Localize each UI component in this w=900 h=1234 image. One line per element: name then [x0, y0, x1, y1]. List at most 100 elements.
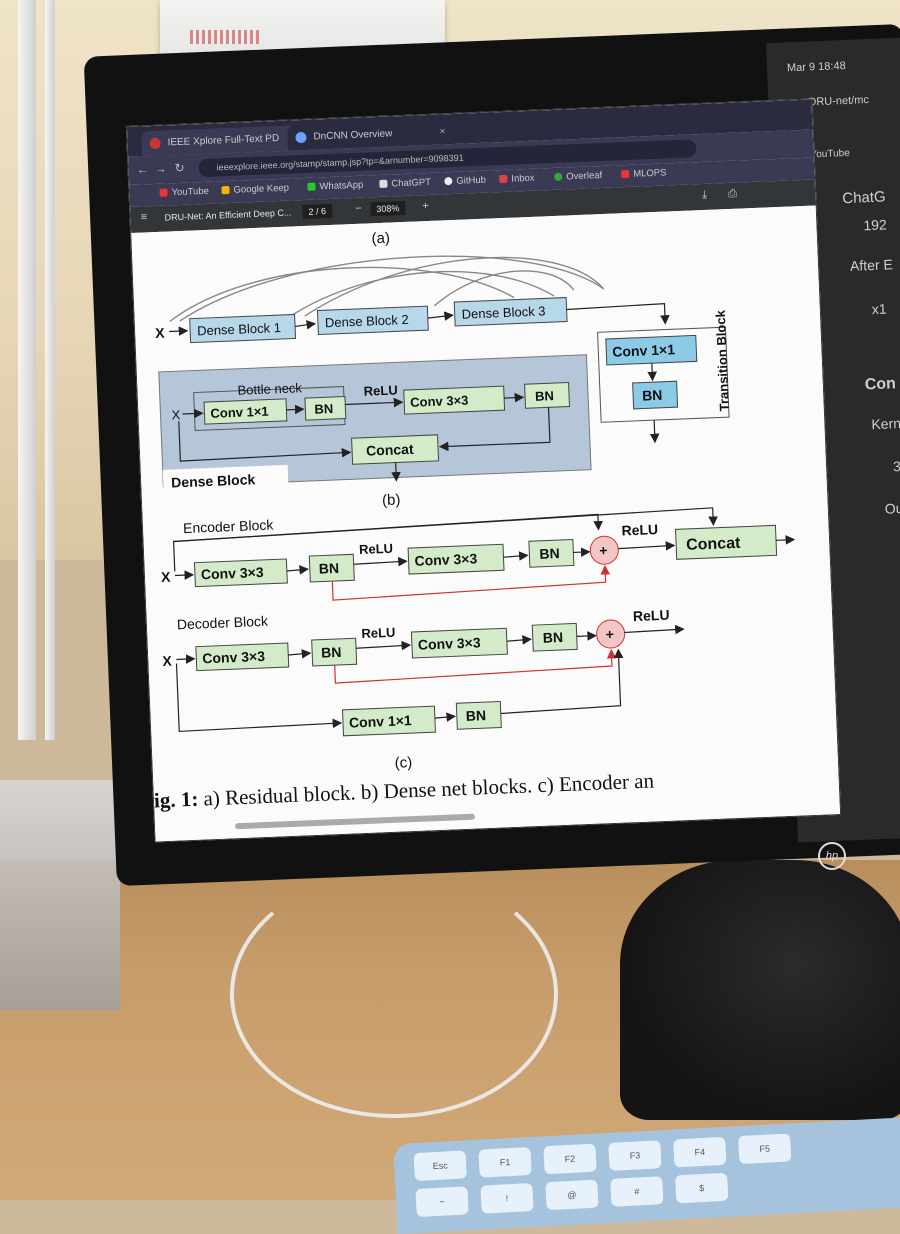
bn-label: BN	[318, 560, 339, 577]
overleaf-icon	[554, 173, 562, 181]
bn-label: BN	[314, 401, 333, 417]
side-tab[interactable]: DRU-net/mc	[808, 94, 869, 108]
monitor-stand	[620, 860, 900, 1120]
relu-label: ReLU	[363, 382, 398, 398]
bn-label: BN	[542, 629, 563, 646]
mail-icon	[499, 175, 507, 183]
keep-icon	[221, 186, 229, 194]
bookmark-overleaf[interactable]: Overleaf	[554, 170, 602, 183]
conv-label: Conv 3×3	[201, 564, 264, 583]
bn-label: BN	[321, 644, 342, 661]
bookmark-label: YouTube	[171, 186, 209, 198]
bookmark-label: Inbox	[511, 173, 535, 185]
metal-rack-pole	[18, 0, 36, 740]
zoom-level[interactable]: 308%	[370, 201, 406, 216]
bookmark-inbox[interactable]: Inbox	[499, 173, 535, 185]
bn-label: BN	[535, 388, 554, 404]
caption-prefix: ig. 1:	[153, 787, 198, 813]
metal-rack-pole	[45, 0, 55, 740]
input-x: X	[162, 653, 173, 669]
conv-label: Conv 3×3	[414, 550, 477, 569]
esc-key[interactable]: Esc	[414, 1150, 467, 1181]
relu-label: ReLU	[621, 521, 658, 538]
github-icon	[444, 177, 452, 185]
youtube-icon	[621, 170, 629, 178]
f5-key[interactable]: F5	[738, 1133, 791, 1164]
tab-favicon-icon	[295, 132, 306, 143]
chatgpt-icon	[379, 180, 387, 188]
bookmark-mlops[interactable]: MLOPS	[621, 167, 667, 180]
ieee-favicon-icon	[149, 138, 160, 149]
bookmark-google-keep[interactable]: Google Keep	[221, 183, 289, 197]
relu-label: ReLU	[633, 607, 670, 624]
3-key[interactable]: #	[610, 1176, 663, 1207]
side-chat-title: ChatG	[842, 188, 886, 207]
figure-diagram: (a) X Dense Block 1 Dense Block 2 Dense …	[131, 205, 840, 841]
pdf-title: DRU-Net: An Efficient Deep C...	[164, 208, 291, 223]
conv-3x3-label: Conv 3×3	[410, 393, 469, 410]
bookmark-chatgpt[interactable]: ChatGPT	[379, 177, 431, 190]
bookmark-github[interactable]: GitHub	[444, 175, 486, 188]
menu-icon[interactable]: ≡	[140, 211, 147, 223]
clock: Mar 9 18:48	[787, 60, 846, 74]
whatsapp-icon	[307, 183, 315, 191]
side-row: Out	[884, 500, 900, 517]
conv-label: Conv 3×3	[418, 634, 481, 653]
hp-logo-icon: hp	[818, 842, 846, 870]
print-icon[interactable]: ⎙	[728, 188, 737, 201]
f2-key[interactable]: F2	[543, 1144, 596, 1175]
tilde-key[interactable]: ~	[415, 1186, 468, 1217]
transition-bn-label: BN	[642, 387, 663, 404]
side-row: x1	[871, 301, 886, 318]
forward-arrow-icon[interactable]: →	[154, 161, 167, 175]
bookmark-whatsapp[interactable]: WhatsApp	[307, 180, 363, 193]
bookmark-youtube[interactable]: YouTube	[159, 186, 209, 199]
f4-key[interactable]: F4	[673, 1137, 726, 1168]
bookmark-label: WhatsApp	[319, 180, 363, 193]
plus-label: +	[599, 542, 608, 558]
page-indicator[interactable]: 2 / 6	[302, 204, 332, 219]
bn-label: BN	[539, 545, 560, 562]
decoder-title: Decoder Block	[177, 613, 270, 633]
side-row: 3	[893, 458, 900, 474]
side-row: Con	[864, 375, 896, 394]
input-x: X	[155, 325, 166, 341]
bn-label: BN	[466, 707, 487, 724]
youtube-icon	[159, 188, 167, 196]
bookmark-label: ChatGPT	[391, 177, 431, 190]
conv-1x1-label: Conv 1×1	[210, 404, 269, 421]
tab-label: IEEE Xplore Full-Text PD	[167, 133, 279, 148]
plus-label: +	[605, 626, 614, 642]
zoom-out-icon[interactable]: −	[355, 203, 362, 215]
bookmark-label: Google Keep	[233, 183, 289, 196]
bookmark-label: MLOPS	[633, 167, 667, 179]
browser-window: IEEE Xplore Full-Text PD × DnCNN Overvie…	[126, 99, 841, 843]
f1-key[interactable]: F1	[478, 1147, 531, 1178]
transition-conv-label: Conv 1×1	[612, 341, 675, 360]
side-bookmark-youtube[interactable]: YouTube	[810, 148, 850, 161]
bookmark-label: Overleaf	[566, 170, 602, 182]
f3-key[interactable]: F3	[608, 1140, 661, 1171]
side-row: 192	[863, 216, 887, 233]
side-row: Kern	[871, 415, 900, 432]
pdf-page: (a) X Dense Block 1 Dense Block 2 Dense …	[131, 205, 840, 841]
close-icon[interactable]: ×	[439, 119, 446, 144]
4-key[interactable]: $	[675, 1173, 728, 1204]
label-b: (b)	[382, 491, 401, 509]
label-c: (c)	[394, 754, 412, 772]
concat-label: Concat	[686, 535, 742, 554]
1-key[interactable]: !	[480, 1183, 533, 1214]
reload-icon[interactable]: ↻	[174, 161, 185, 175]
cable	[230, 870, 558, 1118]
dense-block-title: Dense Block	[171, 471, 256, 490]
encoder-title: Encoder Block	[183, 516, 275, 536]
2-key[interactable]: @	[545, 1180, 598, 1211]
zoom-in-icon[interactable]: +	[422, 200, 429, 212]
transition-block-label: Transition Block	[713, 309, 732, 411]
concat-label: Concat	[366, 441, 414, 459]
back-arrow-icon[interactable]: ←	[136, 162, 149, 176]
input-x: X	[171, 407, 181, 422]
download-icon[interactable]: ⤓	[702, 189, 707, 202]
tab-label: DnCNN Overview	[313, 128, 392, 142]
bookmark-label: GitHub	[456, 175, 486, 187]
